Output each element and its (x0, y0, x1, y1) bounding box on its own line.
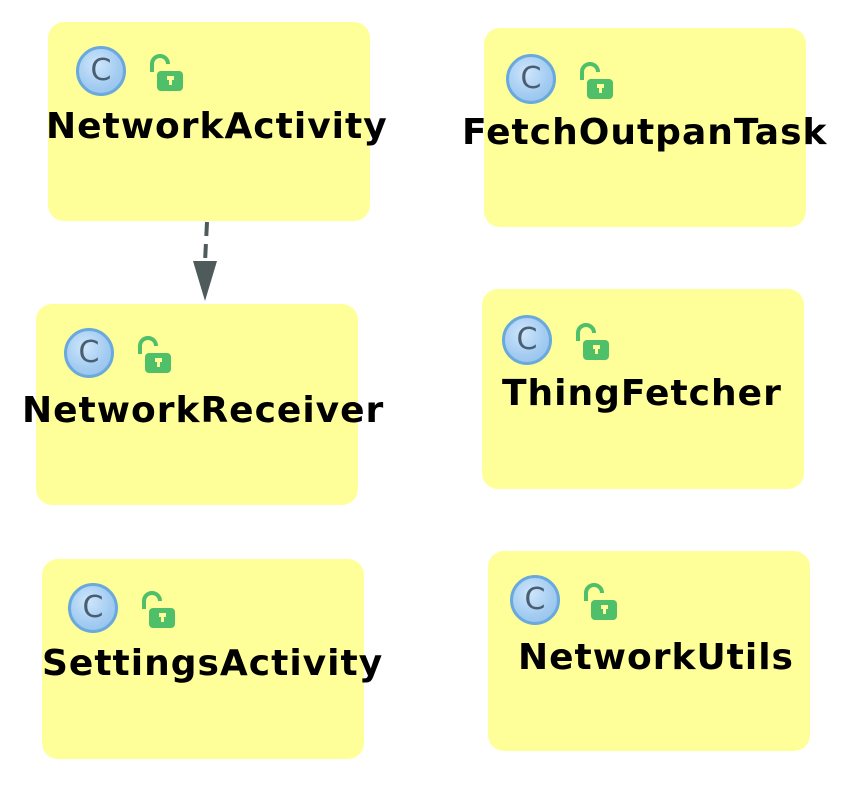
class-node-settings-activity[interactable]: C SettingsActivity (42, 559, 382, 759)
class-node-thing-fetcher[interactable]: C ThingFetcher (482, 289, 804, 489)
class-icon: C (76, 46, 126, 96)
unlocked-padlock-icon (142, 591, 175, 628)
class-name-label: ThingFetcher (502, 373, 782, 414)
class-node-network-activity[interactable]: C NetworkActivity (46, 22, 387, 221)
dependency-edge-networkactivity-to-networkreceiver (203, 221, 209, 263)
class-node-network-receiver[interactable]: C NetworkReceiver (22, 304, 383, 505)
class-name-label: NetworkUtils (518, 637, 794, 678)
class-name-label: NetworkActivity (46, 106, 388, 147)
class-name-label: FetchOutpanTask (462, 112, 828, 153)
unlocked-padlock-icon (138, 336, 171, 373)
unlocked-padlock-icon (576, 323, 609, 360)
unlocked-padlock-icon (150, 54, 183, 91)
class-icon: C (64, 328, 114, 378)
unlocked-padlock-icon (580, 62, 613, 99)
class-name-label: NetworkReceiver (22, 390, 385, 431)
dependency-arrowhead (193, 261, 217, 301)
class-icon: C (68, 583, 118, 633)
class-icon: C (510, 575, 560, 625)
class-node-fetch-outpan-task[interactable]: C FetchOutpanTask (462, 28, 826, 227)
class-icon: C (502, 315, 552, 365)
class-node-network-utils[interactable]: C NetworkUtils (488, 551, 810, 751)
class-icon: C (506, 54, 556, 104)
unlocked-padlock-icon (584, 583, 617, 620)
class-name-label: SettingsActivity (42, 643, 384, 684)
